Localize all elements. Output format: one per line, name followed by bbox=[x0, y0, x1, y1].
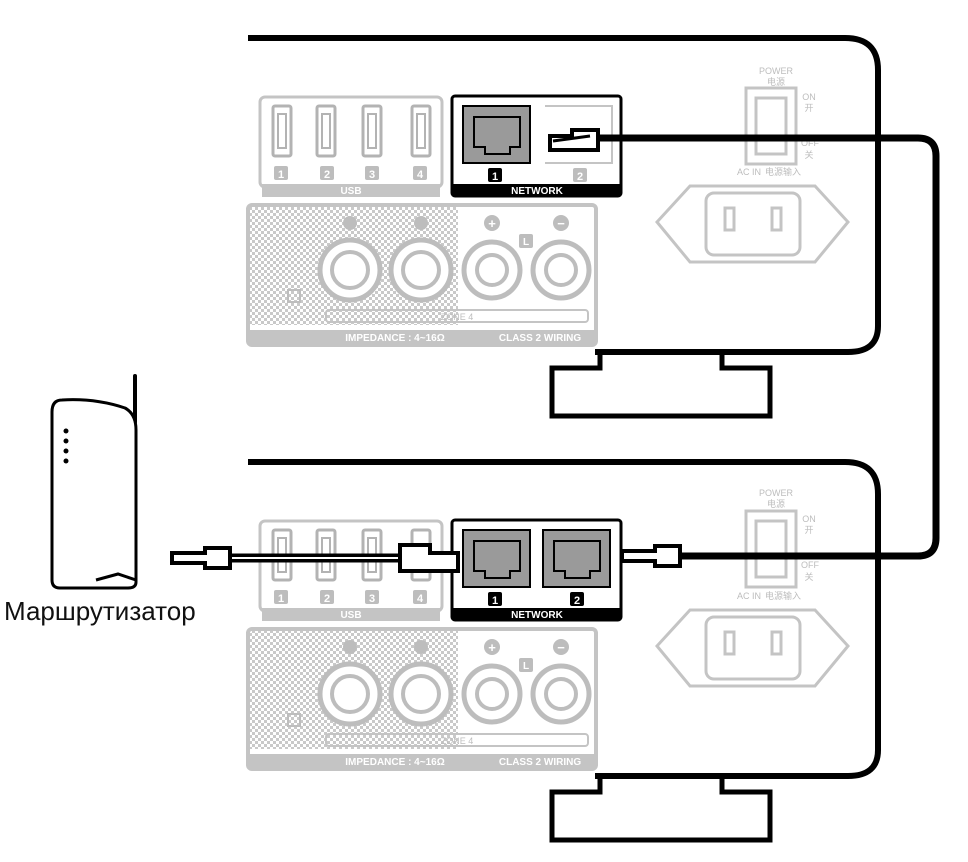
network-port-1[interactable] bbox=[462, 529, 531, 588]
power-label: POWER bbox=[759, 488, 794, 498]
usb-port-2[interactable] bbox=[315, 104, 337, 158]
lan-plug bbox=[398, 543, 460, 573]
usb-port-number: 1 bbox=[278, 593, 284, 605]
router-led bbox=[63, 428, 69, 434]
usb-port-number: 1 bbox=[278, 169, 284, 181]
impedance-label: IMPEDANCE : 4~16Ω bbox=[345, 757, 444, 768]
usb-port-number: 3 bbox=[369, 593, 375, 605]
power-label-cn: 电源 bbox=[767, 76, 785, 87]
minus-icon bbox=[553, 215, 569, 231]
usb-port-number: 3 bbox=[369, 169, 375, 181]
network-panel: 1 2 NETWORK bbox=[450, 518, 623, 622]
channel-label: L bbox=[523, 661, 529, 672]
router-body bbox=[50, 398, 138, 590]
unit-top: 1 2 3 4 USB 1 2 NETWORK bbox=[246, 35, 881, 419]
usb-label: USB bbox=[340, 186, 361, 197]
usb-port-4[interactable] bbox=[410, 104, 432, 158]
chassis-stand bbox=[549, 349, 773, 419]
router-label: Маршрутизатор bbox=[4, 596, 196, 626]
on-label: ON bbox=[802, 92, 816, 102]
ac-inlet[interactable] bbox=[655, 608, 850, 688]
wiring-label: CLASS 2 WIRING bbox=[499, 757, 581, 768]
minus-icon bbox=[553, 639, 569, 655]
impedance-label: IMPEDANCE : 4~16Ω bbox=[345, 333, 444, 344]
network-label: NETWORK bbox=[511, 610, 563, 621]
power-section: POWER 电源 ON 开 OFF 关 AC IN 电源输入 bbox=[655, 66, 850, 264]
power-label: POWER bbox=[759, 66, 794, 76]
router-led bbox=[63, 438, 69, 444]
on-label-cn: 开 bbox=[804, 103, 813, 113]
network-port-number: 2 bbox=[577, 171, 583, 183]
router-led bbox=[63, 448, 69, 454]
power-switch[interactable] bbox=[744, 86, 798, 166]
lan-plug bbox=[170, 546, 232, 570]
ac-in-label-cn: 电源输入 bbox=[765, 590, 801, 601]
usb-port-number: 2 bbox=[324, 169, 330, 181]
usb-label: USB bbox=[340, 610, 361, 621]
svg-text:−: − bbox=[557, 640, 565, 655]
usb-port-1[interactable] bbox=[271, 104, 293, 158]
usb-port-number: 4 bbox=[417, 593, 424, 605]
ac-in-label: AC IN bbox=[737, 167, 761, 177]
network-port-number: 1 bbox=[492, 595, 498, 607]
zone-label: ZONE 4 bbox=[441, 312, 474, 322]
svg-text:+: + bbox=[488, 640, 496, 655]
off-label: OFF bbox=[801, 560, 819, 570]
usb-port-number: 4 bbox=[417, 169, 424, 181]
lan-cable-daisy-chain bbox=[598, 134, 940, 568]
zone-label: ZONE 4 bbox=[441, 736, 474, 746]
svg-text:+: + bbox=[488, 216, 496, 231]
off-label-cn: 关 bbox=[804, 149, 813, 160]
speaker-terminals: + − L ZONE 4 IMPEDANCE : 4~16Ω CLASS 2 W… bbox=[246, 627, 598, 771]
svg-text:−: − bbox=[557, 216, 565, 231]
usb-port-3[interactable] bbox=[361, 104, 383, 158]
on-label-cn: 开 bbox=[804, 525, 813, 535]
lan-plug bbox=[620, 544, 682, 568]
power-label-cn: 电源 bbox=[767, 498, 785, 509]
network-label: NETWORK bbox=[511, 186, 563, 197]
lan-plug-top bbox=[548, 128, 600, 152]
wiring-label: CLASS 2 WIRING bbox=[499, 333, 581, 344]
network-port-2[interactable] bbox=[542, 529, 611, 588]
plus-icon bbox=[484, 215, 500, 231]
plus-icon bbox=[484, 639, 500, 655]
off-label-cn: 关 bbox=[804, 571, 813, 582]
chassis-stand bbox=[549, 773, 773, 843]
ac-in-label-cn: 电源输入 bbox=[765, 166, 801, 177]
chassis-outline bbox=[248, 35, 881, 355]
network-port-number: 2 bbox=[574, 595, 580, 607]
router-led bbox=[63, 458, 69, 464]
channel-label: L bbox=[523, 237, 529, 248]
off-label: OFF bbox=[801, 138, 819, 148]
ac-inlet[interactable] bbox=[655, 184, 850, 264]
power-section: POWER 电源 ON 开 OFF 关 AC IN 电源输入 bbox=[655, 488, 850, 688]
usb-port-number: 2 bbox=[324, 593, 330, 605]
chassis-outline bbox=[248, 459, 881, 779]
speaker-terminals: + − L ZONE 4 IMPEDANCE : 4~16Ω CLASS 2 W… bbox=[246, 203, 598, 347]
ac-in-label: AC IN bbox=[737, 591, 761, 601]
network-panel: 1 2 NETWORK bbox=[450, 94, 623, 198]
network-port-number: 1 bbox=[492, 171, 498, 183]
network-port-1[interactable] bbox=[462, 105, 531, 164]
lan-cable-router bbox=[170, 543, 460, 573]
on-label: ON bbox=[802, 514, 816, 524]
router bbox=[50, 374, 138, 590]
unit-bottom: 1 2 3 4 USB 1 2 NETWORK bbox=[246, 459, 881, 843]
usb-panel: 1 2 3 4 USB bbox=[258, 95, 444, 197]
power-switch[interactable] bbox=[744, 509, 798, 589]
